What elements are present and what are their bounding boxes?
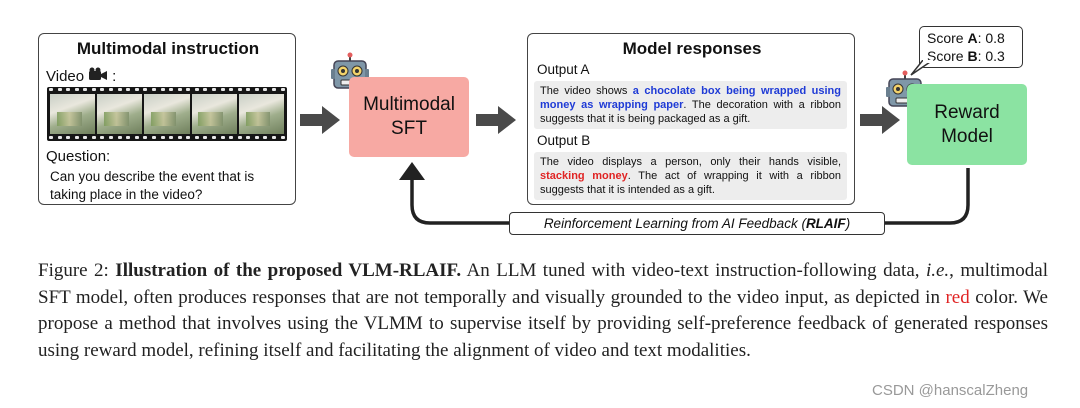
arrow-right-icon: [476, 106, 516, 134]
responses-title: Model responses: [622, 39, 762, 58]
sft-line2: SFT: [391, 118, 427, 139]
reward-line1: Reward: [934, 101, 1000, 123]
video-frame: [144, 94, 190, 134]
reward-line2: Model: [941, 125, 993, 147]
arrow-right-icon: [860, 106, 900, 134]
multimodal-sft-box: Multimodal SFT: [349, 77, 469, 157]
video-frame: [238, 94, 285, 134]
question-label: Question:: [46, 148, 111, 165]
rlaif-bold: RLAIF: [805, 216, 846, 231]
output-b-label: Output B: [537, 133, 591, 148]
video-frame: [97, 94, 143, 134]
instruction-title: Multimodal instruction: [76, 39, 260, 58]
sft-line1: Multimodal: [363, 94, 455, 115]
multimodal-instruction-panel: Multimodal instruction Video : Question: [38, 33, 296, 205]
model-responses-panel: Model responses Output A The video shows…: [527, 33, 855, 205]
score-a: Score A: 0.8: [927, 30, 1005, 46]
figure-caption: Figure 2: Illustration of the proposed V…: [38, 260, 1048, 361]
video-camera-icon: [88, 67, 108, 85]
video-filmstrip: [47, 87, 287, 141]
video-label: Video: [46, 67, 85, 85]
watermark: CSDN @hanscalZheng: [872, 382, 1029, 399]
caption-title: Illustration of the proposed VLM-RLAIF.: [115, 260, 462, 281]
output-b-text: The video displays a person, only their …: [534, 152, 847, 200]
output-a-label: Output A: [537, 62, 590, 77]
score-bubble: Score A: 0.8 Score B: 0.3: [919, 26, 1023, 68]
question-text: Can you describe the event that is takin…: [50, 169, 255, 202]
rlaif-label: Reinforcement Learning from AI Feedback …: [509, 212, 885, 235]
score-b: Score B: 0.3: [927, 48, 1005, 64]
video-frame: [191, 94, 237, 134]
arrow-right-icon: [300, 106, 340, 134]
output-a-text: The video shows a chocolate box being wr…: [534, 81, 847, 129]
caption-red-word: red: [945, 286, 970, 308]
video-label-row: Video :: [46, 67, 117, 85]
output-a-highlight: a chocolate box being wrapped using mone…: [540, 85, 841, 111]
video-frame: [50, 94, 96, 134]
reward-model-box: Reward Model: [907, 84, 1027, 165]
bubble-tail: [910, 60, 935, 76]
output-b-highlight: stacking money: [540, 170, 628, 182]
